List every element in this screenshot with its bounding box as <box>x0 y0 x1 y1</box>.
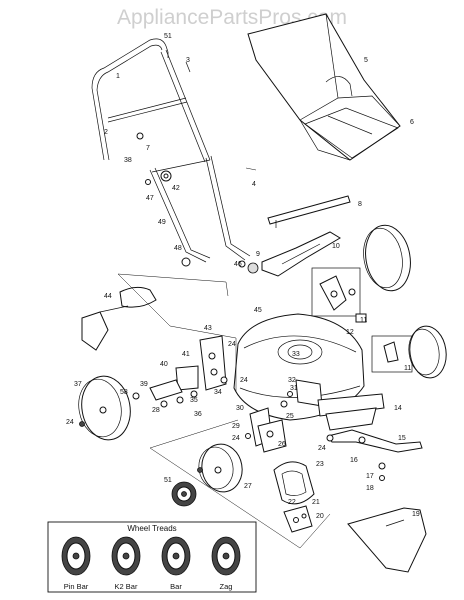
callout-20: 20 <box>316 513 324 520</box>
callout-45: 45 <box>254 307 262 314</box>
callout-43: 43 <box>204 325 212 332</box>
callout-44: 44 <box>104 293 112 300</box>
shaft-bushing <box>247 262 259 274</box>
callout-11-a: 11 <box>360 317 367 324</box>
wheel-treads-title: Wheel Treads <box>127 524 176 533</box>
small-bracket <box>283 505 313 533</box>
guide-lines <box>117 273 331 549</box>
callout-24-a: 24 <box>228 341 236 348</box>
lower-handle <box>149 155 251 263</box>
callout-8: 8 <box>358 201 362 208</box>
callout-51-bottom: 51 <box>164 477 172 484</box>
left-rear-wheel <box>197 443 243 493</box>
callout-34: 34 <box>214 389 222 396</box>
callout-28: 28 <box>152 407 160 414</box>
height-adjuster-right <box>311 267 367 323</box>
bag-frame <box>304 107 399 159</box>
callout-1: 1 <box>116 73 120 80</box>
left-front-wheel <box>78 375 131 441</box>
handle-hardware <box>136 52 257 268</box>
callout-24-c: 24 <box>66 419 74 426</box>
front-axle-hardware <box>132 376 228 408</box>
rear-flap <box>267 195 351 228</box>
mulch-cover <box>347 507 427 573</box>
callout-48: 48 <box>174 245 182 252</box>
wheel-treads-panel: Wheel Treads Pin Bar K2 Bar Bar Zag <box>47 521 257 593</box>
tread-pin-bar <box>61 536 91 576</box>
callout-10: 10 <box>332 243 340 250</box>
hub-cap <box>273 461 315 505</box>
callout-47: 47 <box>146 195 154 202</box>
blade <box>326 429 423 481</box>
callout-22: 22 <box>288 499 296 506</box>
callout-15: 15 <box>398 435 406 442</box>
rear-skirt <box>317 393 385 431</box>
tread-bar-label: Bar <box>170 582 182 591</box>
callout-32: 32 <box>288 377 296 384</box>
mower-deck <box>233 313 365 421</box>
callout-21: 21 <box>312 499 320 506</box>
callout-41: 41 <box>182 351 190 358</box>
tread-pin-bar-label: Pin Bar <box>64 582 89 591</box>
callout-31: 31 <box>290 385 298 392</box>
mulch-plug <box>261 231 341 277</box>
tread-bar <box>161 536 191 576</box>
discharge-chute <box>81 286 157 351</box>
callout-49: 49 <box>158 219 166 226</box>
callout-30: 30 <box>236 405 244 412</box>
left-rear-height-adjuster <box>245 391 293 453</box>
tread-zag <box>211 536 241 576</box>
callout-38: 38 <box>124 157 132 164</box>
tread-k2-bar-label: K2 Bar <box>115 582 138 591</box>
callout-2: 2 <box>104 129 108 136</box>
callout-23: 23 <box>316 461 324 468</box>
callout-3: 3 <box>186 57 190 64</box>
callout-19: 19 <box>412 511 420 518</box>
upper-handle <box>91 38 211 163</box>
right-rear-wheel <box>363 224 411 292</box>
callout-9: 9 <box>256 251 260 258</box>
tread-zag-label: Zag <box>220 582 233 591</box>
callout-46: 46 <box>234 261 242 268</box>
wheel-gear <box>171 481 197 507</box>
callout-33: 33 <box>292 351 300 358</box>
callout-12: 12 <box>346 329 354 336</box>
callout-16: 16 <box>350 457 358 464</box>
callout-35: 35 <box>190 397 198 404</box>
callout-26: 26 <box>278 441 286 448</box>
callout-36: 36 <box>194 411 202 418</box>
callout-51-top: 51 <box>164 33 172 40</box>
callout-24-d: 24 <box>232 435 240 442</box>
callout-14: 14 <box>394 405 402 412</box>
callout-24-e: 24 <box>318 445 326 452</box>
callout-6: 6 <box>410 119 414 126</box>
callout-39: 39 <box>140 381 148 388</box>
callout-5: 5 <box>364 57 368 64</box>
height-adjuster-front <box>175 335 227 391</box>
callout-11-b: 11 <box>404 365 411 372</box>
right-front-wheel <box>371 325 447 379</box>
callout-4: 4 <box>252 181 256 188</box>
callout-18: 18 <box>366 485 374 492</box>
callout-17: 17 <box>366 473 374 480</box>
callout-29: 29 <box>232 423 240 430</box>
callout-42: 42 <box>172 185 180 192</box>
callout-58: 58 <box>120 389 128 396</box>
callout-24-b: 24 <box>240 377 248 384</box>
callout-7: 7 <box>146 145 150 152</box>
callout-25: 25 <box>286 413 294 420</box>
tread-k2-bar <box>111 536 141 576</box>
callout-37: 37 <box>74 381 82 388</box>
callout-40: 40 <box>160 361 168 368</box>
callout-27: 27 <box>244 483 252 490</box>
